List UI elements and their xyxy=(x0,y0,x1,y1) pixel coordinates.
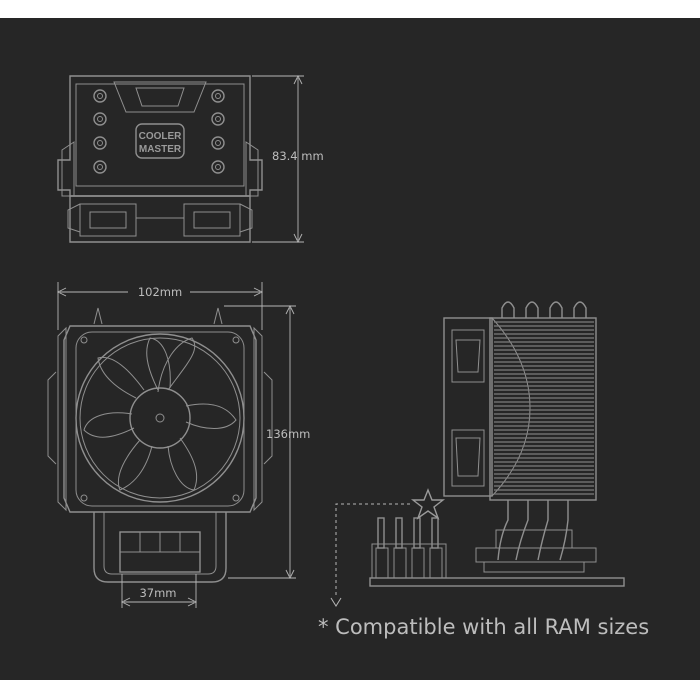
fin-lines xyxy=(494,321,594,495)
ram-modules xyxy=(371,517,447,579)
brand-logo-line1: COOLER xyxy=(139,131,183,142)
fin-stack xyxy=(489,317,597,501)
height-dimension: 83.4 mm xyxy=(252,74,324,244)
leader-arrow-icon xyxy=(330,597,342,607)
brand-logo: COOLER MASTER xyxy=(135,123,185,159)
width-label: 102mm xyxy=(138,285,182,299)
base-dimension: 37mm xyxy=(120,574,198,608)
width-dimension: 102mm xyxy=(56,282,264,330)
front-view xyxy=(47,307,273,583)
side-view xyxy=(330,301,625,607)
star-icon xyxy=(410,488,446,520)
ram-compatibility-note: * Compatible with all RAM sizes xyxy=(318,615,649,639)
depth-label: 136mm xyxy=(266,427,310,441)
height-label: 83.4 mm xyxy=(272,149,324,163)
heatpipe-circles xyxy=(93,89,225,174)
cooler-technical-drawing: COOLER MASTER 83.4 mm xyxy=(47,74,649,639)
depth-dimension: 136mm xyxy=(224,304,310,580)
brand-logo-line2: MASTER xyxy=(139,144,182,155)
diagram-canvas: COOLER MASTER 83.4 mm xyxy=(0,18,700,680)
base-label: 37mm xyxy=(139,586,176,600)
fan-blades xyxy=(83,337,237,491)
ram-leader-line xyxy=(335,503,410,598)
top-view: COOLER MASTER xyxy=(57,75,263,243)
